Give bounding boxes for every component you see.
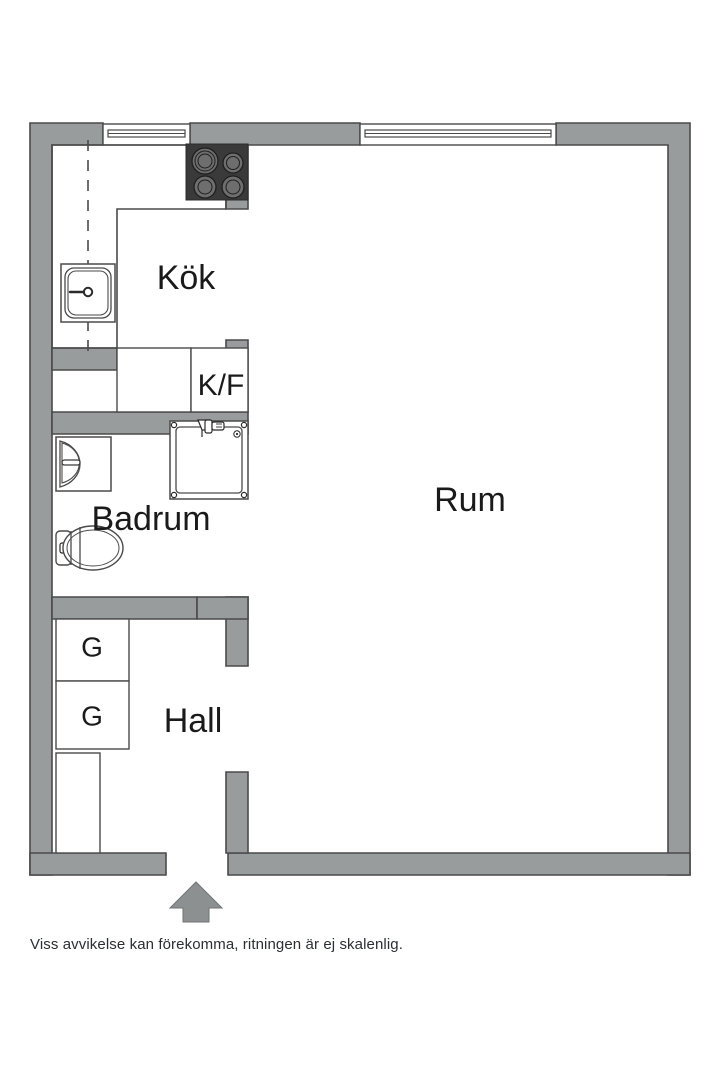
room-label-kok: Kök	[157, 259, 217, 297]
window-kitchen	[102, 123, 191, 146]
room-label-rum: Rum	[434, 481, 506, 519]
wall-bottom-left	[29, 852, 167, 876]
wall-hall-top-connector	[196, 596, 249, 620]
shower-enclosure	[169, 419, 249, 500]
room-label-hall: Hall	[164, 702, 223, 740]
closet-g-upper	[55, 618, 130, 682]
stove-cooktop	[185, 143, 249, 201]
wash-basin	[55, 436, 112, 492]
kf-cabinets	[116, 347, 249, 413]
toilet	[55, 525, 124, 571]
plan-caption: Viss avvikelse kan förekomma, ritningen …	[30, 936, 403, 953]
closet-narrow	[55, 752, 101, 854]
wall-bottom-right	[227, 852, 691, 876]
wall-hall-right-lower	[225, 771, 249, 854]
wall-bathroom-bottom	[51, 596, 198, 620]
stove-burner-small-br	[221, 175, 245, 199]
room-label-badrum: Badrum	[91, 500, 210, 538]
wall-kitchen-bottom-left	[51, 347, 118, 371]
wall-top-middle	[189, 122, 361, 146]
entrance-arrow-icon	[168, 881, 224, 923]
stove-burner-small-bl	[193, 175, 217, 199]
interior-area	[30, 123, 690, 875]
closet-g-lower	[55, 680, 130, 750]
exterior-walls	[29, 122, 691, 876]
window-living-room	[359, 123, 557, 146]
hall-closets	[55, 618, 130, 854]
stove-burner-small-tr	[222, 152, 244, 174]
closet-label-g-upper: G	[81, 631, 103, 662]
room-label-kf: K/F	[198, 369, 245, 402]
kitchen-sink	[60, 263, 116, 323]
closet-label-g-lower: G	[81, 700, 103, 731]
stove-burner-large	[191, 147, 219, 175]
